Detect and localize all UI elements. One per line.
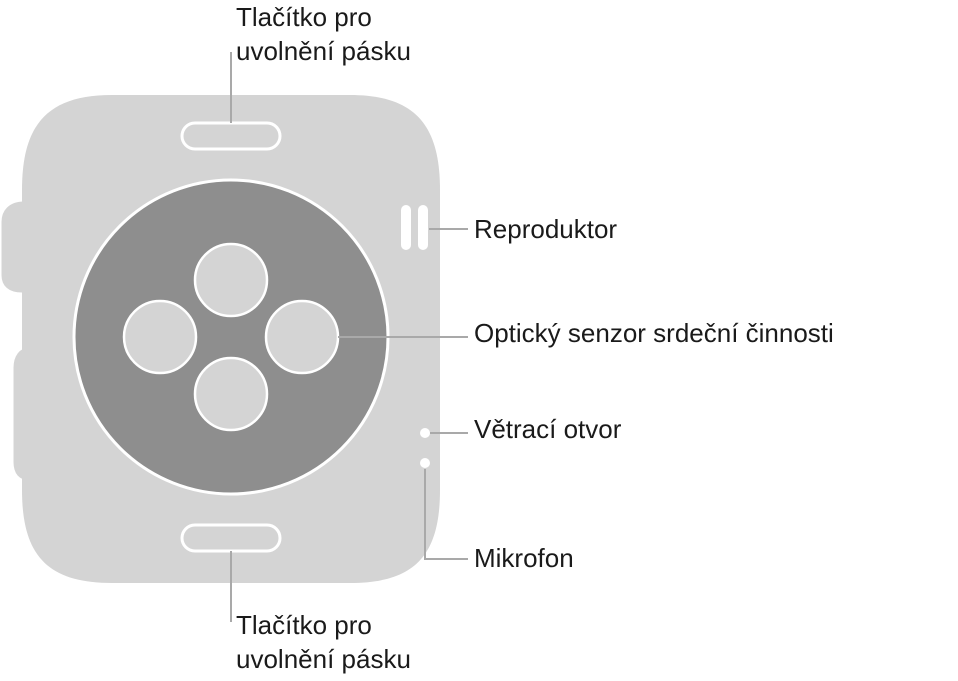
- label-speaker: Reproduktor: [474, 214, 618, 244]
- label-band-release-top-line1: Tlačítko pro: [236, 2, 372, 32]
- leader-line-microphone: [424, 469, 468, 560]
- vent-hole: [420, 428, 430, 438]
- microphone-hole: [420, 458, 430, 468]
- label-band-release-top: Tlačítko pro uvolnění pásku: [236, 0, 411, 68]
- band-release-button-bottom: [180, 523, 282, 553]
- band-release-button-top: [180, 121, 282, 151]
- speaker-slot-left: [401, 205, 411, 250]
- sensor-lens-left: [122, 299, 198, 375]
- sensor-lens-bottom: [193, 356, 269, 432]
- label-vent: Větrací otvor: [474, 414, 622, 444]
- label-heart-sensor: Optický senzor srdeční činnosti: [474, 318, 834, 348]
- sensor-lens-top: [193, 242, 269, 318]
- label-microphone: Mikrofon: [474, 543, 574, 573]
- sensor-lens-right: [264, 299, 340, 375]
- label-band-release-bottom-line1: Tlačítko pro: [236, 610, 372, 640]
- speaker-slot-right: [418, 205, 428, 250]
- label-band-release-bottom: Tlačítko pro uvolnění pásku: [236, 608, 411, 676]
- label-band-release-top-line2: uvolnění pásku: [236, 36, 411, 66]
- label-band-release-bottom-line2: uvolnění pásku: [236, 644, 411, 674]
